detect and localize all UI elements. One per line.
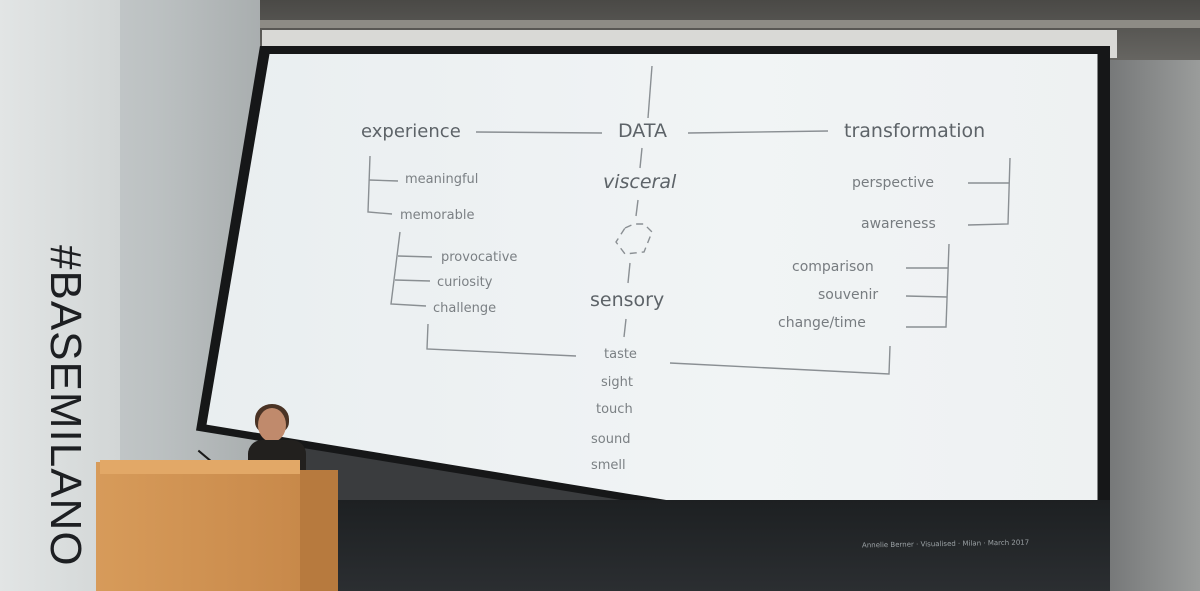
transformation-heading: transformation bbox=[844, 120, 986, 142]
transformation-souvenir: souvenir bbox=[818, 287, 879, 303]
sensory-label: sensory bbox=[590, 289, 665, 311]
experience-curiosity: curiosity bbox=[437, 275, 493, 290]
experience-provocative: provocative bbox=[441, 250, 518, 265]
podium-side bbox=[298, 470, 338, 591]
transformation-awareness: awareness bbox=[861, 216, 936, 232]
sense-taste: taste bbox=[604, 347, 637, 362]
speaker-head bbox=[258, 408, 286, 442]
transformation-comparison: comparison bbox=[792, 259, 874, 275]
podium bbox=[96, 462, 300, 591]
data-label: DATA bbox=[618, 120, 667, 142]
podium-top bbox=[100, 460, 300, 474]
experience-meaningful: meaningful bbox=[405, 172, 479, 187]
experience-memorable: memorable bbox=[400, 208, 475, 223]
visceral-label: visceral bbox=[603, 171, 677, 193]
experience-heading: experience bbox=[361, 121, 461, 142]
transformation-perspective: perspective bbox=[852, 175, 935, 191]
sense-sight: sight bbox=[601, 375, 633, 390]
stage-curtain bbox=[330, 500, 1110, 591]
sense-touch: touch bbox=[596, 402, 633, 417]
sense-sound: sound bbox=[591, 432, 631, 447]
experience-challenge: challenge bbox=[433, 301, 497, 316]
ceiling-beam bbox=[200, 20, 1200, 28]
transformation-change-time: change/time bbox=[778, 315, 866, 331]
sense-smell: smell bbox=[591, 458, 626, 473]
